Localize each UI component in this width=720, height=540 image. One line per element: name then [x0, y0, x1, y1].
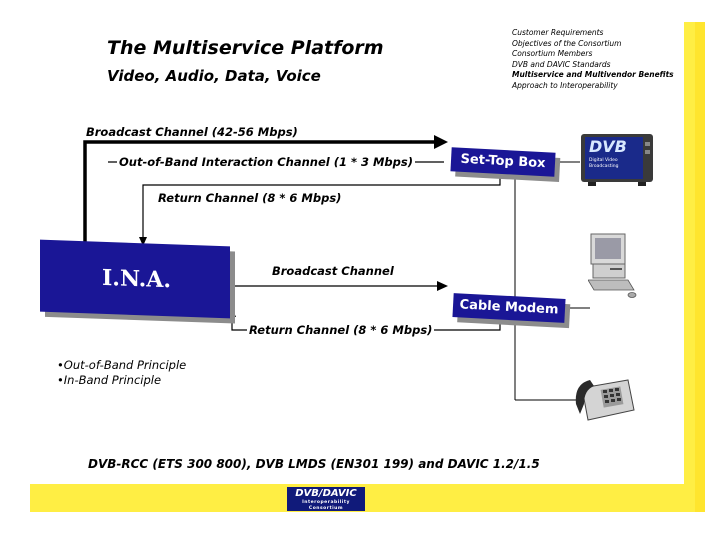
- standards-footer: DVB-RCC (ETS 300 800), DVB LMDS (EN301 1…: [88, 457, 540, 471]
- bullet-item: •Out-of-Band Principle: [57, 358, 187, 372]
- agenda-item: Customer Requirements: [512, 28, 604, 37]
- logo-tagline: Interoperability Consortium: [302, 500, 350, 511]
- broadcast-channel-label: Broadcast Channel (42-56 Mbps): [86, 125, 298, 139]
- return-channel-label-bottom: Return Channel (8 * 6 Mbps): [247, 323, 435, 337]
- agenda-list: Customer Requirements Objectives of the …: [512, 28, 674, 91]
- agenda-item: Consortium Members: [512, 49, 593, 58]
- bullet-item: •In-Band Principle: [57, 373, 162, 387]
- agenda-item-current: Multiservice and Multivendor Benefits: [512, 70, 674, 79]
- oob-channel-label: Out-of-Band Interaction Channel (1 * 3 M…: [117, 155, 415, 169]
- ina-box: I.N.A.: [40, 239, 230, 319]
- broadcast-channel-label-mid: Broadcast Channel: [272, 264, 394, 278]
- computer-icon: [587, 232, 638, 298]
- tv-screen-logo: DVB: [589, 137, 627, 156]
- telephone-icon: [572, 374, 636, 424]
- agenda-item: Approach to Interoperability: [512, 80, 618, 90]
- agenda-item: Objectives of the Consortium: [512, 38, 622, 48]
- agenda-item: DVB and DAVIC Standards: [512, 59, 611, 69]
- logo-text: DVB/DAVIC: [295, 488, 357, 499]
- dvb-davic-logo: DVB/DAVIC Interoperability Consortium: [287, 487, 365, 511]
- page-subtitle: Video, Audio, Data, Voice: [107, 67, 321, 85]
- bullet-list: •Out-of-Band Principle •In-Band Principl…: [57, 358, 186, 388]
- tv-screen-caption: Digital Video Broadcasting: [589, 158, 619, 169]
- return-channel-label-top: Return Channel (8 * 6 Mbps): [158, 191, 342, 205]
- page-title: The Multiservice Platform: [107, 37, 384, 59]
- tv-icon: DVB Digital Video Broadcasting: [580, 132, 654, 186]
